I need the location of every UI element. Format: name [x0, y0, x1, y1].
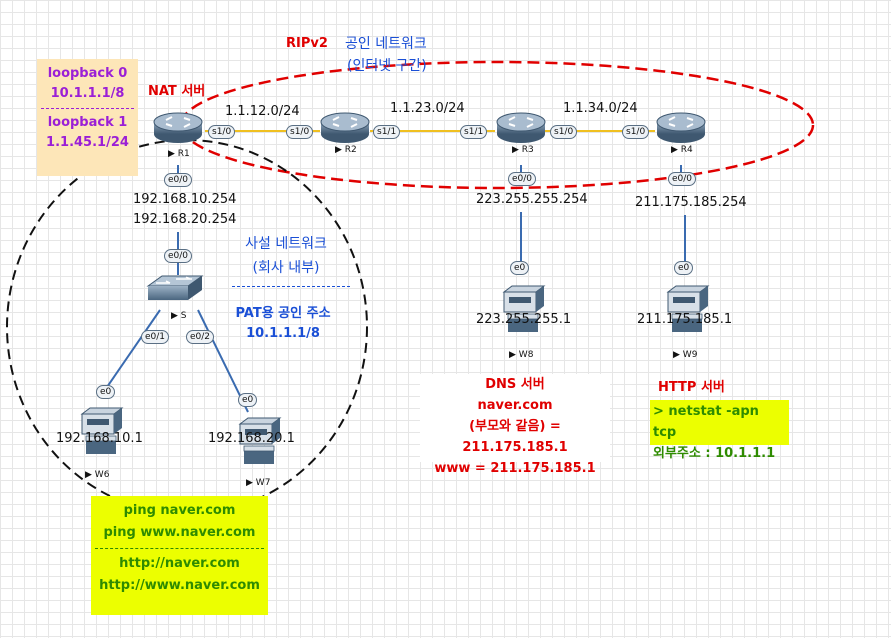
client-ping-www: ping www.naver.com	[103, 525, 256, 540]
ip-r1-gateway-2: 192.168.20.254	[133, 212, 237, 227]
router-r1-name: ▶ R1	[168, 149, 190, 159]
port-s-e0-2: e0/2	[186, 330, 215, 344]
router-r1-label: R1	[177, 149, 190, 159]
router-r4-icon[interactable]	[656, 112, 706, 144]
host-w6-name: ▶ W6	[85, 470, 110, 480]
private-network-box: 사설 네트워크 (회사 내부)	[236, 233, 336, 277]
loopback-divider	[41, 108, 134, 109]
host-w9-name: ▶ W9	[673, 350, 698, 360]
port-r1-e0-0: e0/0	[164, 173, 193, 187]
client-http-naver: http://naver.com	[119, 556, 240, 571]
port-w8-e0: e0	[510, 261, 530, 275]
port-r4-s1-0: s1/0	[622, 125, 650, 139]
client-test-note: ping naver.com ping www.naver.com http:/…	[91, 496, 268, 615]
router-r3-name: ▶ R3	[512, 145, 534, 155]
host-w6-label: W6	[94, 470, 110, 480]
switch-s-label: S	[180, 311, 187, 321]
ip-w7: 192.168.20.1	[208, 431, 295, 446]
subnet-r1-r2: 1.1.12.0/24	[225, 104, 300, 119]
private-network-divider	[232, 286, 350, 287]
ip-w8: 223.255.255.1	[476, 312, 572, 327]
host-w8-name: ▶ W8	[509, 350, 534, 360]
public-network-subtitle: (인터넷 구간)	[347, 58, 427, 74]
dns-record-root: (부모와 같음) = 211.175.185.1	[462, 419, 568, 455]
private-network-subtitle: (회사 내부)	[252, 260, 320, 276]
dns-record-www: www = 211.175.185.1	[434, 461, 596, 476]
port-r3-s1-1: s1/1	[460, 125, 488, 139]
host-w8-label: W8	[518, 350, 534, 360]
port-r4-e0-0: e0/0	[668, 172, 697, 186]
loopback0-address: 10.1.1.1/8	[50, 86, 125, 101]
http-server-note: > netstat -apn tcp 외부주소 : 10.1.1.1	[650, 400, 789, 461]
port-r2-s1-1: s1/1	[373, 125, 401, 139]
port-w6-e0: e0	[96, 385, 116, 399]
ip-r3-e0: 223.255.255.254	[476, 192, 588, 207]
port-w9-e0: e0	[674, 261, 694, 275]
http-netstat-command: > netstat -apn tcp	[653, 404, 759, 440]
dns-domain: naver.com	[477, 398, 553, 413]
public-network-title: 공인 네트워크	[345, 36, 427, 52]
subnet-r2-r3: 1.1.23.0/24	[390, 101, 465, 116]
client-ping-naver: ping naver.com	[123, 503, 236, 518]
private-network-title: 사설 네트워크	[245, 236, 327, 252]
router-r4-name: ▶ R4	[671, 145, 693, 155]
router-r1-icon[interactable]	[153, 112, 203, 144]
dns-title: DNS 서버	[485, 377, 545, 392]
host-w7-name: ▶ W7	[246, 478, 271, 488]
nat-server-label: NAT 서버	[148, 84, 206, 99]
ip-r1-gateway-1: 192.168.10.254	[133, 192, 237, 207]
ip-w9: 211.175.185.1	[637, 312, 733, 327]
client-note-divider	[95, 548, 264, 549]
pat-box: PAT용 공인 주소 10.1.1.1/8	[220, 302, 346, 341]
client-http-www: http://www.naver.com	[99, 578, 260, 593]
loopback0-label: loopback 0	[47, 66, 128, 81]
pat-address: 10.1.1.1/8	[246, 326, 320, 341]
router-r3-icon[interactable]	[496, 112, 546, 144]
host-w9-label: W9	[682, 350, 698, 360]
ripv2-boundary	[179, 60, 815, 190]
ip-w6: 192.168.10.1	[56, 431, 143, 446]
ip-r4-e0: 211.175.185.254	[635, 195, 747, 210]
port-s-e0-0: e0/0	[164, 249, 193, 263]
router-r4-label: R4	[680, 145, 693, 155]
router-r2-label: R2	[344, 145, 357, 155]
router-r2-icon[interactable]	[320, 112, 370, 144]
switch-s-name: ▶ S	[171, 311, 187, 321]
port-w7-e0: e0	[238, 393, 258, 407]
http-foreign-address: 외부주소 : 10.1.1.1	[653, 446, 776, 461]
http-server-title: HTTP 서버	[658, 380, 725, 395]
port-r2-s1-0: s1/0	[286, 125, 314, 139]
pat-title: PAT용 공인 주소	[235, 306, 331, 321]
router-r2-name: ▶ R2	[335, 145, 357, 155]
ripv2-label: RIPv2	[286, 36, 328, 51]
loopback-box: loopback 0 10.1.1.1/8 loopback 1 1.1.45.…	[37, 59, 138, 176]
port-r1-s1-0: s1/0	[208, 125, 236, 139]
port-r3-s1-0: s1/0	[550, 125, 578, 139]
switch-s-icon[interactable]	[147, 275, 203, 301]
dns-server-note: DNS 서버 naver.com (부모와 같음) = 211.175.185.…	[420, 374, 610, 476]
loopback1-label: loopback 1	[47, 115, 128, 130]
port-r3-e0-0: e0/0	[508, 172, 537, 186]
port-s-e0-1: e0/1	[141, 330, 170, 344]
host-w7-label: W7	[255, 478, 271, 488]
link-s-w6	[104, 309, 161, 391]
loopback1-address: 1.1.45.1/24	[46, 135, 129, 150]
router-r3-label: R3	[521, 145, 534, 155]
subnet-r3-r4: 1.1.34.0/24	[563, 101, 638, 116]
